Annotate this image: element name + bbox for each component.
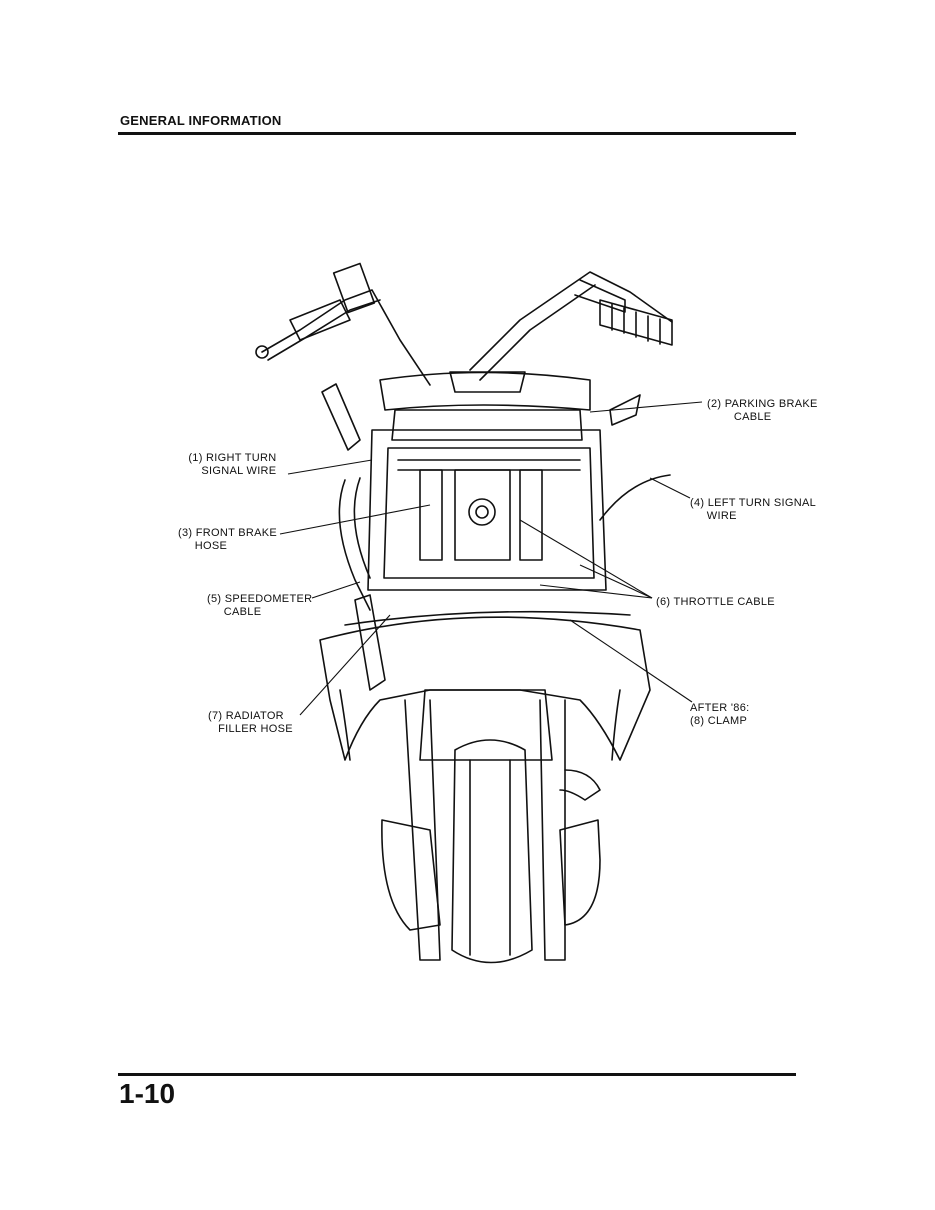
- front-fairing: [319, 616, 651, 761]
- callout-radiator-filler-hose: (7) RADIATOR FILLER HOSE: [208, 710, 293, 735]
- callout-clamp: AFTER '86: (8) CLAMP: [690, 702, 750, 727]
- right-handlebar: [261, 289, 431, 386]
- footer-rule: [118, 1073, 796, 1076]
- callout-left-turn-signal-wire: (4) LEFT TURN SIGNAL WIRE: [690, 497, 817, 522]
- front-wheel: [451, 739, 533, 964]
- front-fender: [419, 689, 553, 761]
- callout-throttle-cable: (6) THROTTLE CABLE: [656, 596, 775, 608]
- header-title: GENERAL INFORMATION: [120, 113, 282, 128]
- callout-right-turn-signal-wire: (1) RIGHT TURN SIGNAL WIRE: [188, 452, 277, 477]
- page-number: 1-10: [119, 1078, 176, 1109]
- callout-front-brake-hose: (3) FRONT BRAKE HOSE: [178, 527, 278, 552]
- header-rule: [118, 132, 796, 135]
- callout-parking-brake-cable: (2) PARKING BRAKE CABLE: [707, 398, 818, 423]
- callout-speedometer-cable: (5) SPEEDOMETER CABLE: [207, 593, 313, 618]
- left-handlebar: [469, 271, 673, 371]
